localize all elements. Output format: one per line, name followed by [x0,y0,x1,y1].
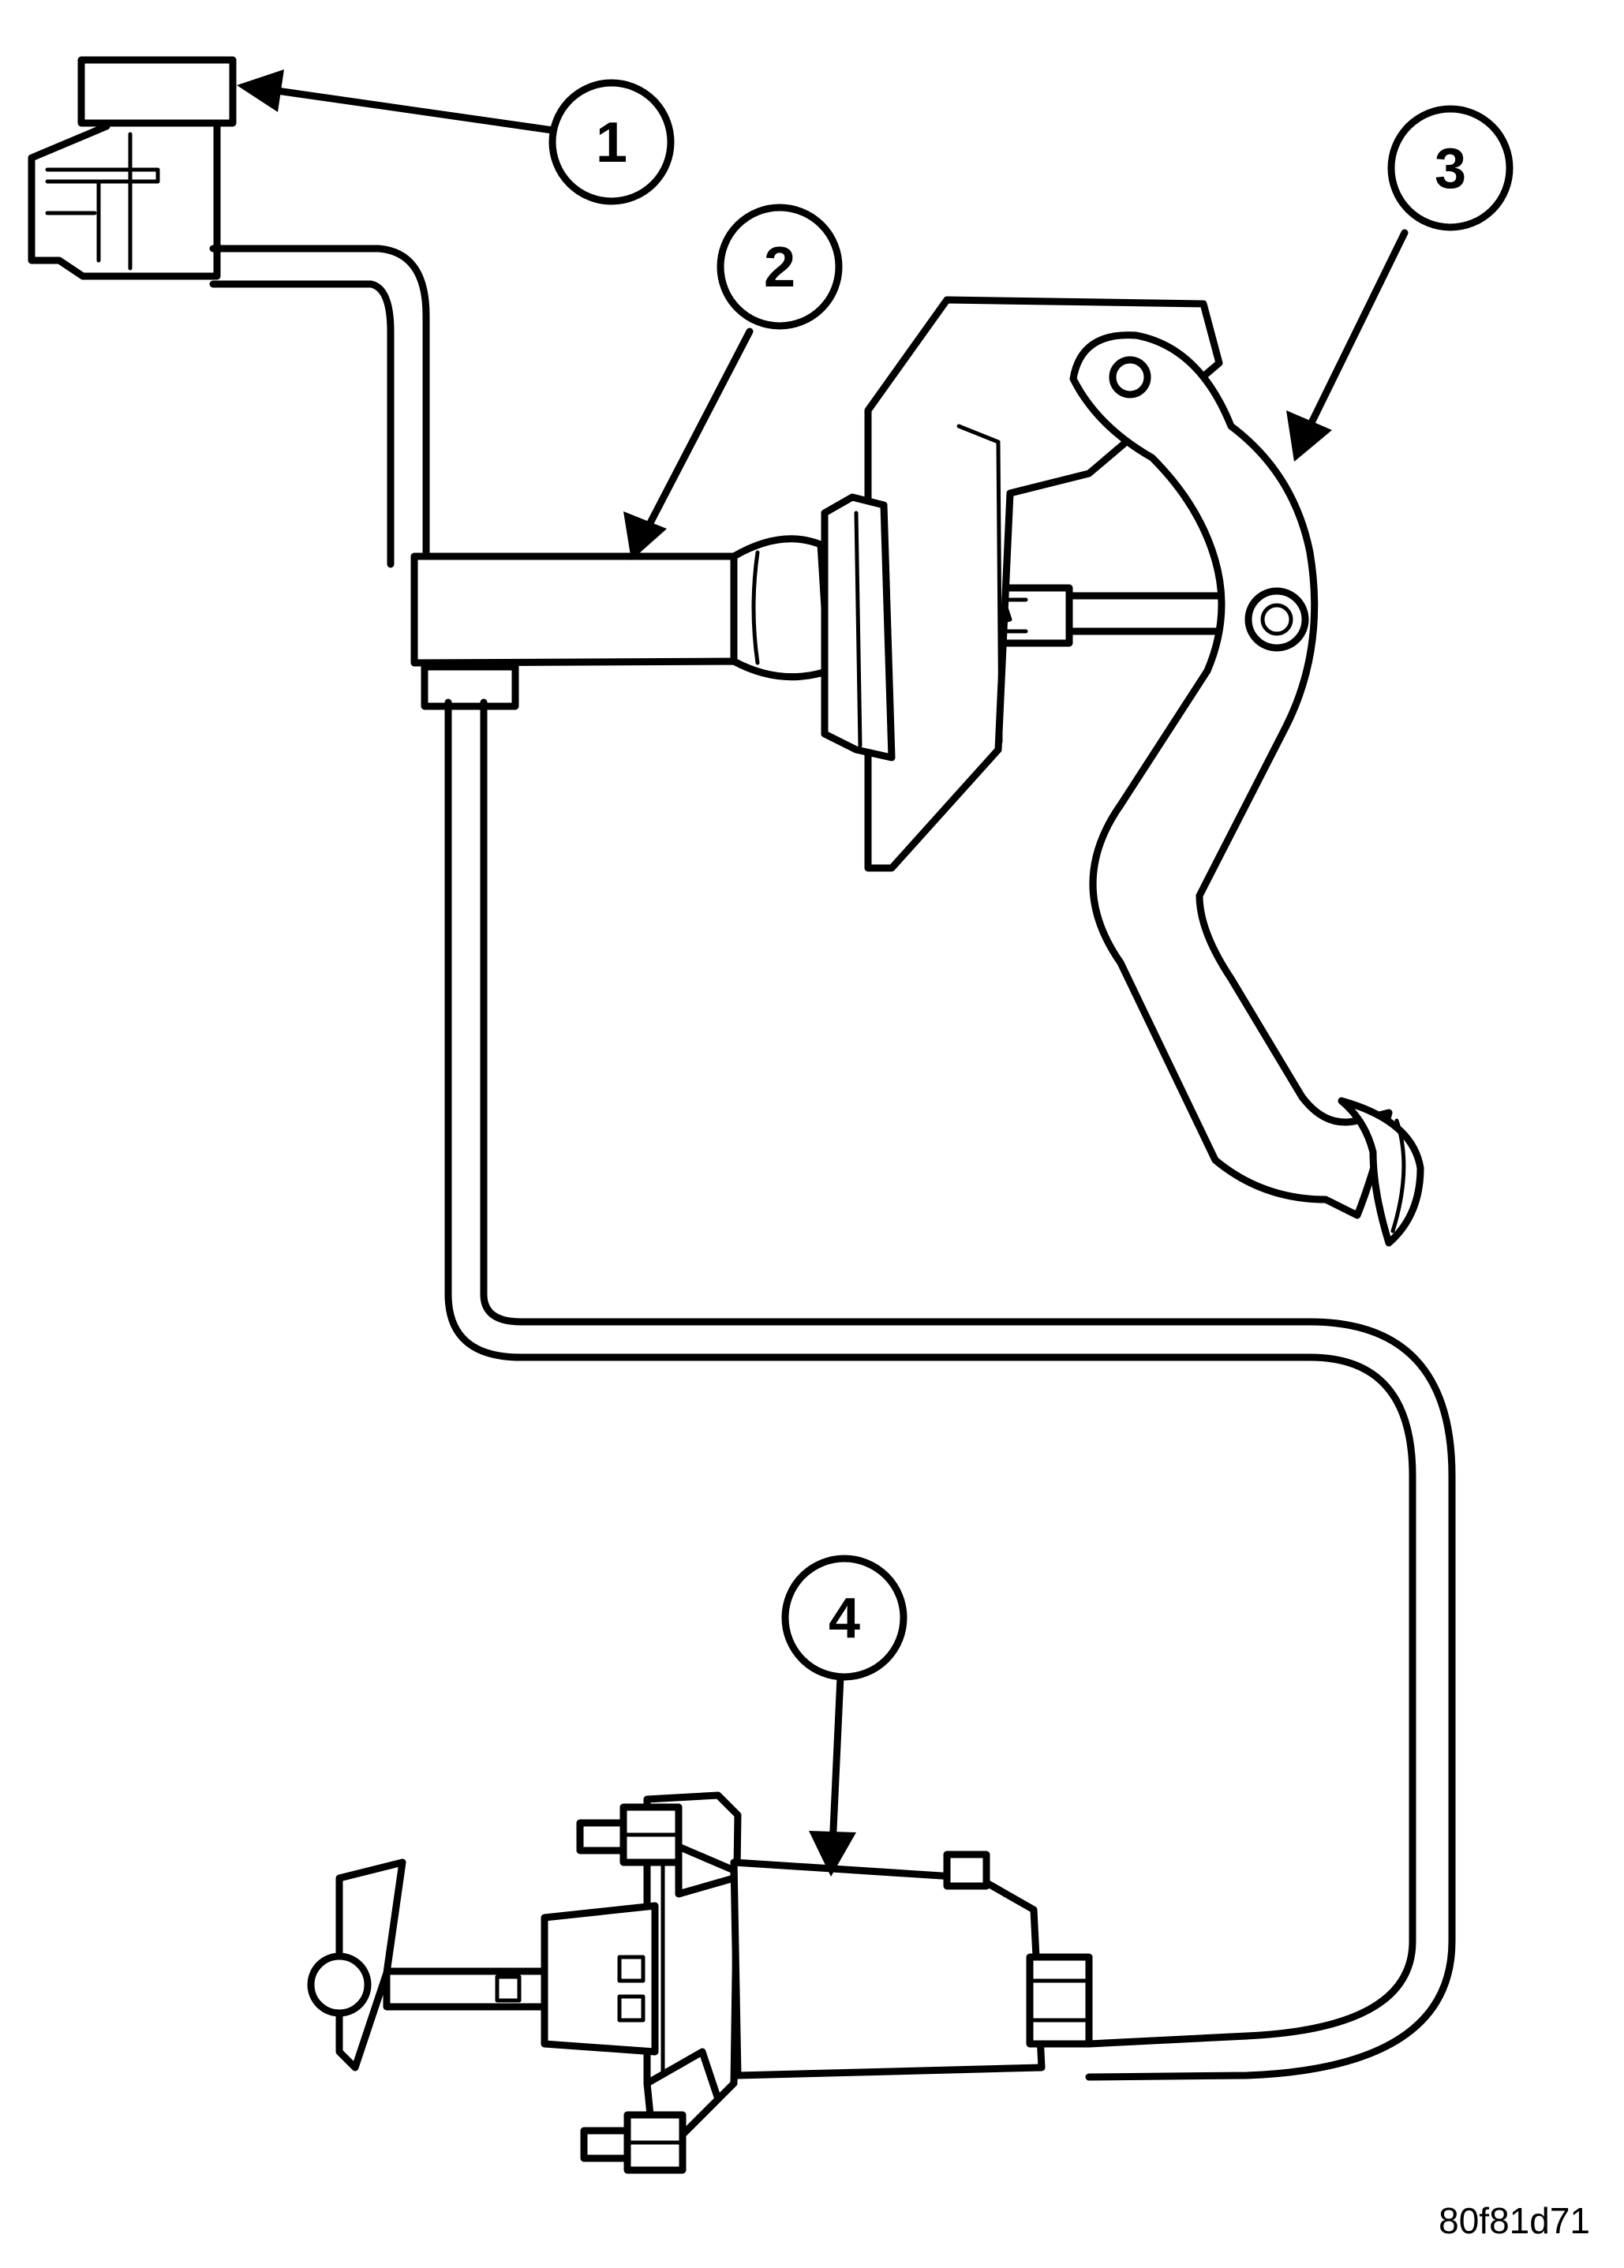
callout-3-label: 3 [1435,137,1466,200]
callout-4: 4 [781,1555,907,1877]
callout-2: 2 [623,204,843,560]
figure-code: 80f81d71 [1439,2200,1590,2241]
callout-1: 1 [237,69,675,205]
reservoir-hose [209,245,430,568]
clutch-pedal [1069,331,1424,1247]
pedal-bracket [821,296,1223,872]
slave-cylinder [307,1791,1093,2174]
callout-3: 3 [1286,105,1514,462]
hydraulic-line [444,698,1456,2081]
callout-2-label: 2 [764,236,795,299]
callout-4-label: 4 [829,1587,860,1650]
callout-1-label: 1 [596,111,627,174]
reservoir [28,56,237,280]
